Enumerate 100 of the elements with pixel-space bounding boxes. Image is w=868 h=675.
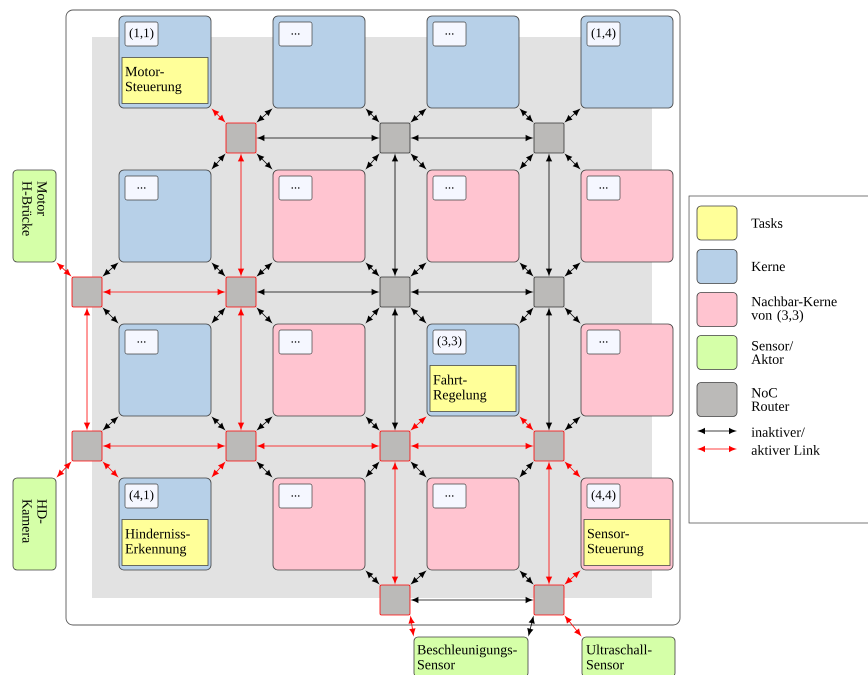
arrow (366, 308, 379, 323)
arrow (366, 417, 379, 430)
task-box: Hinderniss-Erkennung (122, 519, 208, 566)
core-label-box: ... (278, 484, 312, 508)
arrow (411, 462, 426, 477)
router-box (380, 122, 410, 154)
arrow (412, 135, 532, 141)
task-box: Motor-Steuerung (122, 57, 208, 104)
arrow (104, 289, 224, 295)
arrow (104, 443, 224, 449)
arrow (366, 462, 379, 477)
core-box (272, 478, 366, 570)
core-label-box: ... (432, 176, 466, 200)
arrow (366, 109, 379, 122)
arrow (392, 154, 398, 276)
arrow (103, 417, 118, 430)
core-label-box: ... (278, 330, 312, 354)
arrow (411, 417, 426, 430)
task-box: Fahrt-Regelung (430, 365, 516, 412)
router-box (226, 430, 256, 462)
core-label-box: (4,4) (586, 484, 620, 508)
core-label-box: ... (432, 484, 466, 508)
arrow (520, 417, 533, 430)
arrow (520, 109, 533, 122)
arrow (520, 462, 533, 477)
arrow (212, 462, 225, 477)
arrow (57, 263, 71, 276)
arrow (103, 263, 118, 276)
core-box (580, 170, 674, 262)
arrow (565, 308, 580, 323)
legend-text: Kerne (752, 262, 785, 272)
router-box (226, 276, 256, 308)
arrow (412, 289, 532, 295)
legend-text: Sensor/ Aktor (751, 341, 794, 364)
core-box (426, 170, 520, 262)
arrow (103, 308, 118, 323)
core-box (272, 324, 366, 416)
arrow (411, 109, 426, 122)
arrow (257, 462, 272, 477)
router-box (226, 122, 256, 154)
arrow (212, 417, 225, 430)
legend-text: inaktiver/ (752, 427, 805, 437)
arrow (408, 616, 416, 636)
router-box (534, 430, 564, 462)
legend-text: NoC Router (752, 388, 790, 411)
arrow (546, 308, 552, 430)
arrow (258, 443, 378, 449)
legend-text: Nachbar-Kerne von (3,3) (751, 296, 837, 323)
arrow (392, 308, 398, 430)
core-box (272, 170, 366, 262)
core-label-box: ... (124, 176, 158, 200)
arrow (257, 263, 272, 276)
arrow (565, 154, 580, 169)
router-box (534, 122, 564, 154)
arrow (392, 462, 398, 584)
sensor-box: Beschleunigungs-Sensor (414, 636, 528, 675)
router-box (534, 584, 564, 616)
core-box (580, 16, 674, 108)
router-box (380, 430, 410, 462)
arrow (520, 571, 533, 584)
core-box (426, 16, 520, 108)
core-box (118, 324, 212, 416)
arrow (527, 616, 535, 636)
arrow (412, 443, 532, 449)
arrow (565, 462, 580, 477)
router-box (380, 276, 410, 308)
core-box (272, 16, 366, 108)
arrow (411, 263, 426, 276)
task-box: Sensor-Steuerung (584, 519, 670, 566)
arrow (411, 154, 426, 169)
arrow (565, 571, 580, 584)
core-label-box: ... (432, 22, 466, 46)
core-label-box: ... (278, 176, 312, 200)
arrow (564, 616, 582, 636)
core-box (426, 478, 520, 570)
chip-frame (66, 10, 680, 626)
arrow (57, 462, 71, 477)
router-box (534, 276, 564, 308)
arrow (257, 109, 272, 122)
arrow (411, 571, 426, 584)
core-label-box: (4,1) (124, 484, 158, 508)
arrow (257, 417, 272, 430)
arrow (212, 308, 225, 323)
arrow (412, 597, 532, 603)
arrow (366, 154, 379, 169)
arrow (212, 154, 225, 169)
legend-text: aktiver Link (752, 445, 820, 455)
router-box (380, 584, 410, 616)
arrow (565, 109, 580, 122)
arrow (258, 135, 378, 141)
arrow (258, 289, 378, 295)
arrow (520, 308, 533, 323)
arrow (212, 263, 225, 276)
arrow (546, 154, 552, 276)
core-label-box: ... (124, 330, 158, 354)
arrow (366, 571, 379, 584)
arrow (212, 109, 225, 122)
arrow (238, 154, 244, 276)
arrow (257, 154, 272, 169)
core-box (580, 324, 674, 416)
